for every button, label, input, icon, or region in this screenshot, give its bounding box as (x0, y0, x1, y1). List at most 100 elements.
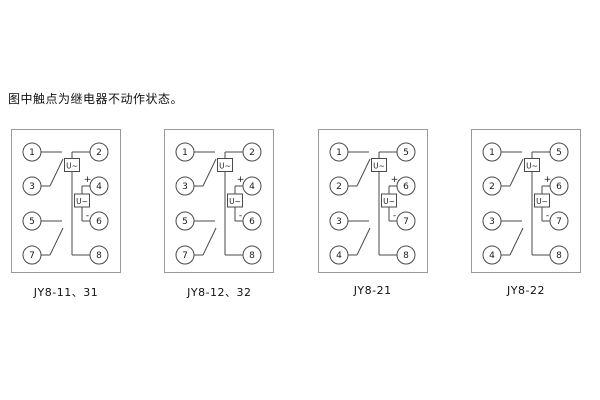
terminal-circle (549, 245, 569, 265)
terminal-number: 3 (182, 182, 188, 192)
terminal-number: 2 (96, 148, 102, 158)
terminal-circle (396, 245, 416, 265)
terminal-number: 4 (336, 251, 342, 261)
terminal-number: 1 (489, 148, 495, 158)
terminal-number: 3 (29, 182, 35, 192)
terminal-circle (396, 176, 416, 196)
terminal-circle (175, 176, 195, 196)
terminal-number: 3 (336, 217, 342, 227)
supply-voltage-box (217, 158, 234, 172)
terminal-circle (242, 211, 262, 231)
terminal-circle (242, 176, 262, 196)
contact-blade (49, 158, 64, 187)
diagram-label: JY8-11、31 (33, 286, 99, 299)
terminal-number: 5 (182, 217, 188, 227)
terminal-circle (175, 245, 195, 265)
polarity-minus: - (86, 211, 89, 221)
terminal-circle (22, 142, 42, 162)
terminal-circle (242, 245, 262, 265)
terminal-circle (482, 211, 502, 231)
supply-voltage-box (523, 158, 540, 172)
polarity-plus: + (237, 175, 245, 185)
diagram-label: JY8-12、32 (187, 286, 252, 299)
coil-voltage-box (74, 193, 90, 208)
contact-blade (356, 227, 371, 256)
diagram-label: JY8-21 (353, 284, 392, 297)
terminal-number: 2 (489, 182, 495, 192)
terminal-circle (175, 211, 195, 231)
coil-voltage-box (533, 193, 550, 208)
terminal-number: 4 (249, 182, 255, 192)
terminal-number: 6 (556, 182, 562, 192)
terminal-number: 1 (336, 148, 342, 158)
supply-voltage-label: U~ (66, 162, 78, 171)
coil-voltage-label: U~ (229, 197, 241, 206)
coil-voltage-box (227, 193, 244, 208)
terminal-number: 4 (489, 251, 495, 261)
polarity-plus: + (544, 175, 552, 185)
terminal-circle (22, 176, 42, 196)
contact-blade (202, 227, 217, 256)
terminal-number: 1 (182, 148, 188, 158)
terminal-number: 7 (182, 251, 188, 261)
terminal-circle (89, 245, 109, 265)
terminal-circle (482, 245, 502, 265)
terminal-circle (396, 211, 416, 231)
terminal-circle (89, 142, 109, 162)
terminal-circle (22, 245, 42, 265)
contact-blade (49, 227, 64, 256)
supply-voltage-label: U~ (526, 162, 538, 171)
terminal-number: 8 (96, 251, 102, 261)
polarity-minus: - (239, 211, 242, 221)
terminal-number: 2 (336, 182, 342, 192)
terminal-circle (549, 211, 569, 231)
contact-blade (509, 227, 524, 256)
terminal-circle (329, 142, 349, 162)
diagram-label: JY8-22 (507, 284, 545, 297)
terminal-number: 6 (249, 217, 255, 227)
terminal-number: 3 (489, 217, 495, 227)
terminal-number: 7 (29, 251, 35, 261)
note-text: 图中触点为继电器不动作状态。 (8, 92, 184, 106)
relay-schematic: U~ U~ + - 1 3 5 7 2 4 6 8 (11, 129, 121, 273)
coil-voltage-label: U~ (383, 197, 395, 206)
terminal-circle (175, 142, 195, 162)
polarity-minus: - (393, 211, 396, 221)
terminal-number: 7 (556, 217, 562, 227)
contact-blade (509, 158, 524, 187)
terminal-circle (89, 211, 109, 231)
supply-voltage-label: U~ (219, 162, 231, 171)
contact-blade (356, 158, 371, 187)
terminal-circle (89, 176, 109, 196)
terminal-number: 6 (403, 182, 409, 192)
terminal-number: 8 (249, 251, 255, 261)
terminal-number: 5 (556, 148, 562, 158)
polarity-minus: - (546, 211, 549, 221)
terminal-circle (549, 176, 569, 196)
coil-voltage-label: U~ (76, 197, 88, 206)
terminal-number: 7 (403, 217, 409, 227)
terminal-number: 8 (556, 251, 562, 261)
terminal-circle (329, 245, 349, 265)
terminal-circle (482, 176, 502, 196)
terminal-circle (396, 142, 416, 162)
terminal-circle (329, 176, 349, 196)
polarity-plus: + (84, 175, 92, 185)
coil-voltage-label: U~ (536, 197, 548, 206)
supply-voltage-box (64, 158, 80, 172)
polarity-plus: + (390, 175, 398, 185)
terminal-number: 6 (96, 217, 102, 227)
terminal-number: 1 (29, 148, 35, 158)
terminal-number: 8 (403, 251, 409, 261)
terminal-number: 4 (96, 182, 102, 192)
relay-schematic: U~ U~ + - 1 2 3 4 5 6 7 8 (470, 129, 581, 273)
terminal-number: 5 (403, 148, 409, 158)
terminal-number: 5 (29, 217, 35, 227)
